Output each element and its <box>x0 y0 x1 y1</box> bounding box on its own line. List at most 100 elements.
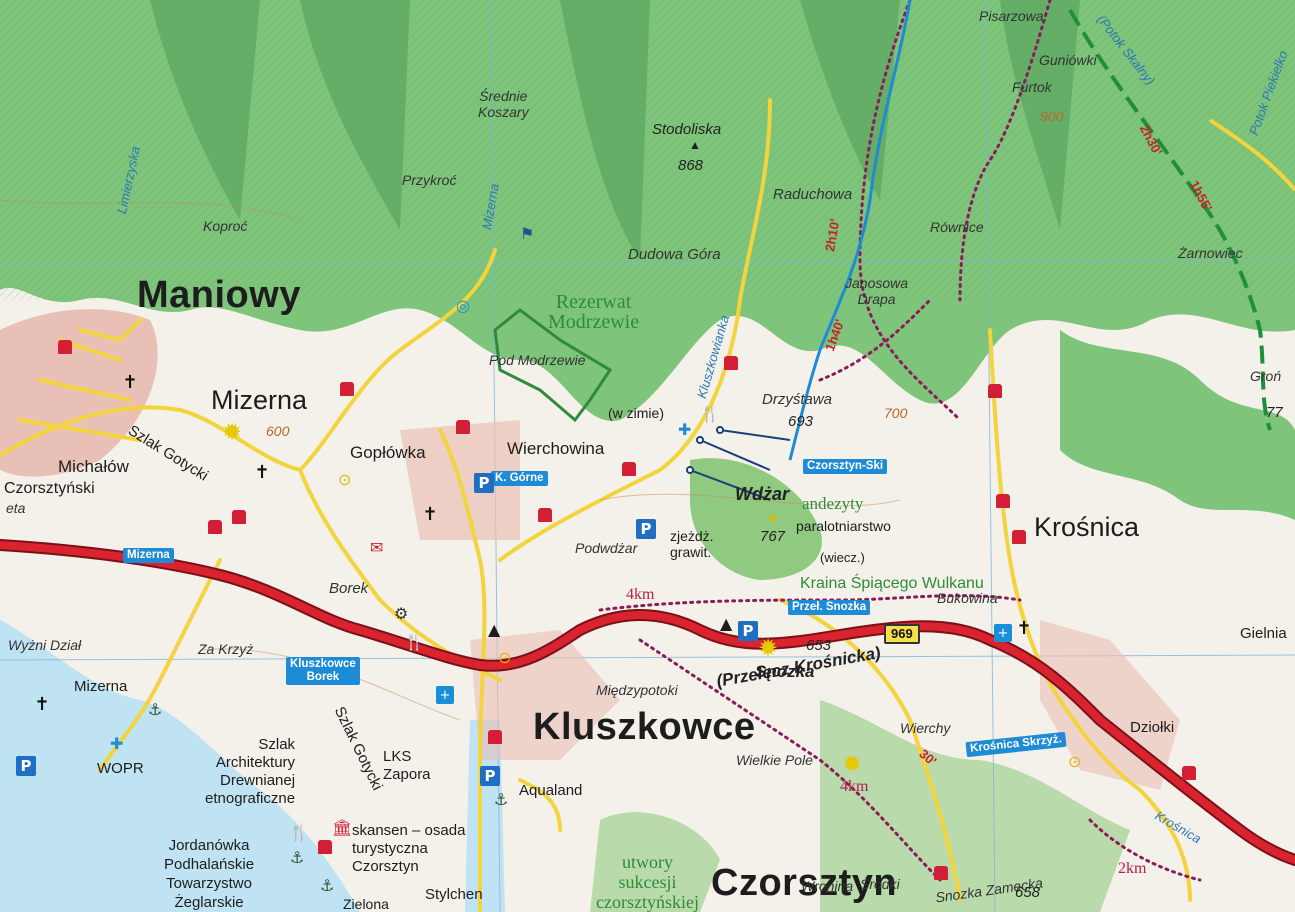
village-kroscnica <box>1040 620 1180 790</box>
parking-icon[interactable]: P <box>480 766 500 786</box>
contour-700: 700 <box>884 405 908 421</box>
restaurant-icon: 🍴 <box>404 632 424 651</box>
town-kroscnica: Krośnica <box>1034 512 1140 542</box>
anchor-icon: ⚓ <box>494 790 509 809</box>
viewpoint-icon: ✹ <box>842 750 863 778</box>
accommodation-icon <box>1182 766 1196 780</box>
loc-zarnowiec: Żarnowiec <box>1178 245 1243 261</box>
contour-600: 600 <box>266 423 290 439</box>
loc-rownice: Równice <box>930 219 984 235</box>
museum-icon: 🏛 <box>332 818 353 837</box>
wopr-rescue-icon[interactable]: ✚ <box>110 734 124 753</box>
accommodation-icon <box>58 340 72 354</box>
bus-stop-przel-snozka[interactable]: Przeł. Snozka <box>788 600 871 615</box>
distance-4km-south: 4km <box>840 778 869 795</box>
loc-srednie-koszary: Średnie Koszary <box>478 88 529 120</box>
river-kluszkowianka <box>788 0 912 461</box>
forest-kroscnica-south <box>820 700 1130 912</box>
accommodation-icon <box>622 462 636 476</box>
paragliding-label: paralotniarstwo <box>796 518 891 534</box>
village-stylchen: Stylchen <box>425 886 483 903</box>
viewpoint-icon: ✹ <box>758 634 779 662</box>
reserve-label: Rezerwat Modrzewie <box>548 291 640 333</box>
distance-2km: 2km <box>1118 860 1147 877</box>
town-kluszkowce: Kluszkowce <box>533 706 756 748</box>
loc-drzystawa: Drzyśtawa <box>762 391 833 408</box>
parking-icon[interactable]: P <box>16 756 36 776</box>
accommodation-icon <box>456 420 470 434</box>
peak-wdzar-icon: ▲ <box>766 508 780 524</box>
village-goplowka: Gopłówka <box>350 443 426 462</box>
town-czorsztyn: Czorsztyn <box>711 862 898 904</box>
viewpoint-icon: ✹ <box>222 418 243 446</box>
peak-snozka-height: 653 <box>806 637 832 654</box>
village-mizerna-small: Mizerna <box>74 678 128 695</box>
anchor-icon: ⚓ <box>320 876 335 895</box>
loc-guniowki: Guniówki <box>1039 52 1097 68</box>
peak-triangle-icon: ▲ <box>689 138 701 152</box>
church-icon: ✝ <box>122 371 138 393</box>
anchor-icon: ⚓ <box>148 700 163 719</box>
village-eta: eta <box>6 500 26 516</box>
andezyty-label: andezyty <box>802 494 864 513</box>
parking-icon[interactable]: P <box>474 473 494 493</box>
gravity-descent-label: zjeżdż. grawit. <box>670 528 714 560</box>
restaurant-icon: 🍴 <box>289 823 309 842</box>
accommodation-icon <box>538 508 552 522</box>
bus-stop-kluszkowce-borek[interactable]: Kluszkowce Borek <box>286 657 360 685</box>
accommodation-icon <box>318 840 332 854</box>
skansen-label: skansen – osada turystyczna Czorsztyn <box>352 822 466 875</box>
trail-green <box>1068 9 1272 431</box>
forest-center-south <box>590 812 720 912</box>
first-aid-icon[interactable]: + <box>436 686 454 704</box>
church-icon: ✝ <box>254 461 270 483</box>
loc-wierchy: Wierchy <box>900 720 951 736</box>
town-maniowy: Maniowy <box>137 274 301 316</box>
accommodation-icon <box>208 520 222 534</box>
village-lks: LKS <box>383 748 412 765</box>
loc-wronina: Wronina <box>801 878 854 894</box>
village-podwdzar: Podwdżar <box>575 540 638 556</box>
first-aid-icon[interactable]: + <box>994 624 1012 642</box>
parking-icon[interactable]: P <box>738 621 758 641</box>
accommodation-icon <box>996 494 1010 508</box>
loc-bukowina: Bukowina <box>937 590 998 606</box>
lake-czorsztyn <box>0 620 360 912</box>
village-wierchowina: Wierchowina <box>507 439 605 458</box>
loc-pod-modrzewie: Pod Modrzewie <box>489 352 586 368</box>
peak-stodoliska-height: 868 <box>678 157 704 174</box>
village-gielnia: Gielnia <box>1240 625 1287 642</box>
accommodation-icon <box>988 384 1002 398</box>
town-mizerna: Mizerna <box>211 385 308 415</box>
peak-marker-icon: ▲ <box>488 620 501 639</box>
utwory-label: utwory sukcesji czorsztyńskiej <box>596 852 699 912</box>
loc-miedzypotoki: Międzypotoki <box>596 682 678 698</box>
church-icon: ✝ <box>34 693 50 715</box>
village-wopr: WOPR <box>97 760 144 777</box>
parking-icon[interactable]: P <box>636 519 656 539</box>
village-michalow: Michałów <box>58 457 129 476</box>
church-icon: ✝ <box>422 503 438 525</box>
flag-icon: ⚑ <box>520 224 535 243</box>
bus-stop-czorsztyn-ski[interactable]: Czorsztyn-Ski <box>803 459 888 474</box>
bus-stop-k-gorne[interactable]: K. Górne <box>491 471 548 486</box>
lifebuoy-icon[interactable]: ✚ <box>678 420 692 439</box>
roundabout-icon: ⊙ <box>338 470 352 489</box>
loc-srodki: Środki <box>860 876 900 892</box>
loc-gron: Groń <box>1250 368 1282 384</box>
accommodation-icon <box>488 730 502 744</box>
peak-77: 77 <box>1266 404 1283 421</box>
loc-przykroc: Przykroć <box>402 172 457 188</box>
loc-kopros: Koproć <box>203 218 248 234</box>
bus-stop-mizerna[interactable]: Mizerna <box>123 548 174 563</box>
accommodation-icon <box>934 866 948 880</box>
village-czorsztynski: Czorsztyński <box>4 480 95 497</box>
lifebuoy-icon[interactable]: ◎ <box>456 296 470 315</box>
peak-wdzar: Wdżar <box>735 484 789 504</box>
distance-4km-north: 4km <box>626 586 655 603</box>
peak-marker-icon: ▲ <box>720 614 733 633</box>
forest-wdzar <box>690 458 822 580</box>
jordanowka-label: Jordanówka Podhalańskie Towarzystwo Żegl… <box>164 837 255 911</box>
